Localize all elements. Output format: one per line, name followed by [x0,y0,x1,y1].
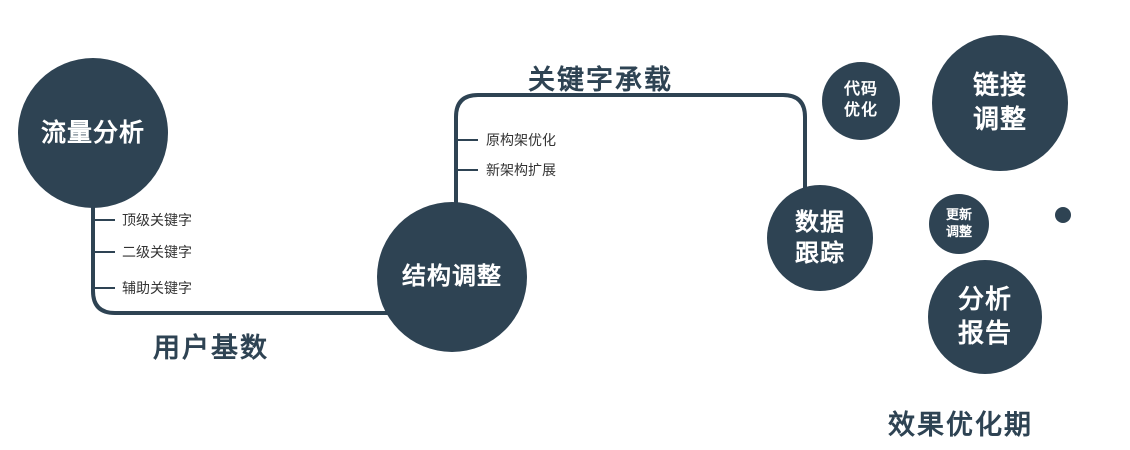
node-code-optimization: 代码 优化 [822,62,900,140]
branch-label: 辅助关键字 [122,280,192,296]
edge-traffic-to-structure [91,195,432,315]
caption-effect-optimization: 效果优化期 [888,410,1033,440]
node-label: 链接 [972,70,1027,101]
branch-label: 原构架优化 [486,132,556,148]
node-analysis-report: 分析 报告 [928,260,1042,374]
node-label: 结构调整 [402,263,502,291]
edge-label-user-base: 用户基数 [153,333,269,363]
node-label: 代码 [843,81,878,99]
node-link-adjustment: 链接 调整 [932,35,1068,171]
node-label: 更新 [945,207,972,223]
node-label: 调整 [945,224,972,239]
branch-label: 顶级关键字 [122,212,192,228]
node-label: 流量分析 [40,118,145,147]
node-structure-adjust: 结构调整 [377,202,527,352]
node-update-adjustment: 更新 调整 [929,194,989,254]
edge-structure-to-tracking [454,93,807,212]
node-label: 数据 [795,208,845,236]
branch-label: 新架构扩展 [486,162,556,178]
dot-marker [1055,207,1071,223]
node-label: 跟踪 [795,240,845,267]
node-label: 分析 [957,284,1012,315]
node-label: 调整 [972,104,1027,134]
node-traffic-analysis: 流量分析 [18,58,168,208]
node-data-tracking: 数据 跟踪 [767,185,873,291]
edge-label-keyword-carrying: 关键字承载 [528,65,673,95]
node-label: 优化 [843,102,878,119]
node-label: 报告 [957,318,1012,348]
branch-label: 二级关键字 [122,244,192,260]
